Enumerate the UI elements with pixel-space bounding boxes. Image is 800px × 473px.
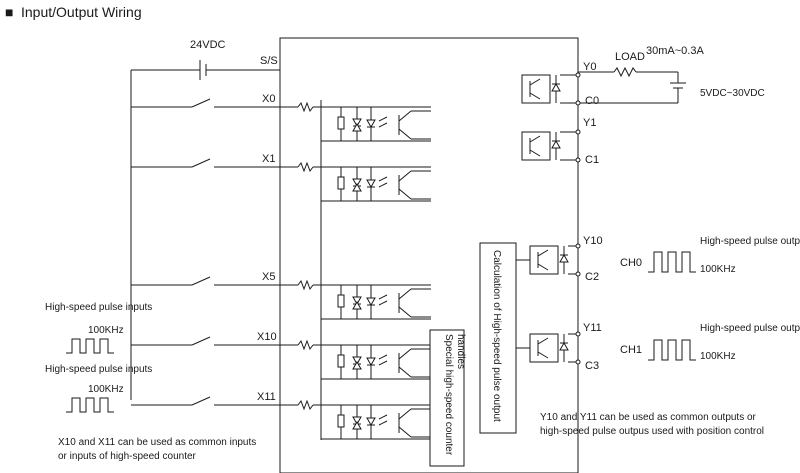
input-row-x5: X5 xyxy=(131,271,432,320)
terminal-label-y1: Y1 xyxy=(583,117,596,129)
output-note-line2: high-speed pulse outpus used with positi… xyxy=(540,426,764,437)
terminal-label-c1: C1 xyxy=(585,154,599,166)
terminal-label-y10: Y10 xyxy=(583,235,603,247)
pulse-input-waveform-a xyxy=(66,338,114,354)
pulse-output-waveform-b xyxy=(648,339,696,361)
load-range: 30mA~0.3A xyxy=(646,45,704,57)
input-supply-label: 24VDC xyxy=(190,39,226,51)
terminal-label-x10: X10 xyxy=(257,331,277,343)
input-supply: 24VDC S/S xyxy=(131,39,280,80)
terminal-label-c0: C0 xyxy=(585,95,599,107)
channel-label-ch0: CH0 xyxy=(620,257,642,269)
output-row-y11: Y11 C3 CH1 High-speed pulse outputs 100K… xyxy=(516,322,800,372)
pulse-output-freq-b: 100KHz xyxy=(700,351,736,362)
input-note-line2: or inputs of high-speed counter xyxy=(58,451,197,462)
terminal-label-c2: C2 xyxy=(585,271,599,283)
output-row-y0: Y0 C0 LOAD 30mA~0.3A 5VDC~30VDC xyxy=(521,45,765,107)
counter-handles-box xyxy=(429,329,465,467)
terminal-label-x0: X0 xyxy=(262,93,275,105)
pulse-calc-box xyxy=(479,242,517,434)
terminal-label-y11: Y11 xyxy=(583,322,602,334)
pulse-input-freq-b: 100KHz xyxy=(88,384,124,395)
load-label: LOAD xyxy=(615,51,645,63)
output-terminal-circles xyxy=(575,72,581,365)
channel-label-ch1: CH1 xyxy=(620,344,642,356)
input-pulse-group-a: High-speed pulse inputs 100KHz xyxy=(45,302,152,354)
input-row-x0: X0 xyxy=(131,93,432,142)
pulse-output-waveform-a xyxy=(648,251,696,273)
pulse-input-label-b: High-speed pulse inputs xyxy=(45,364,152,375)
terminal-label-c3: C3 xyxy=(585,360,599,372)
counter-box-line2: handles xyxy=(455,334,466,369)
output-row-y1: Y1 C1 xyxy=(521,117,599,166)
pulse-input-waveform-b xyxy=(66,397,114,413)
pulse-input-freq-a: 100KHz xyxy=(88,325,124,336)
pulse-output-label-b: High-speed pulse outputs xyxy=(700,323,800,334)
page-title: Input/Output Wiring xyxy=(21,4,142,20)
pulse-output-freq-a: 100KHz xyxy=(700,264,736,275)
terminal-label-x1: X1 xyxy=(262,153,275,165)
input-row-x10: X10 xyxy=(131,331,432,380)
plc-body xyxy=(279,37,579,473)
counter-box-line1: Special high-speed counter xyxy=(443,334,454,456)
input-note-line1: X10 and X11 can be used as common inputs xyxy=(58,437,256,448)
title-bullet: ■ xyxy=(5,4,13,20)
terminal-label-x5: X5 xyxy=(262,271,275,283)
input-pulse-group-b: High-speed pulse inputs 100KHz xyxy=(45,364,152,413)
pulse-calc-label: Calculation of High-speed pulse output xyxy=(491,250,502,422)
input-row-x11: X11 xyxy=(131,391,432,440)
output-row-y10: Y10 C2 CH0 High-speed pulse outputs 100K… xyxy=(516,235,800,283)
pulse-output-label-a: High-speed pulse outputs xyxy=(700,236,800,247)
terminal-label-x11: X11 xyxy=(257,391,276,403)
terminal-label-y0: Y0 xyxy=(583,61,596,73)
common-terminal-label: S/S xyxy=(260,55,278,67)
input-row-x1: X1 xyxy=(131,153,432,202)
pulse-input-label-a: High-speed pulse inputs xyxy=(45,302,152,313)
output-supply-label: 5VDC~30VDC xyxy=(700,88,765,99)
output-note-line1: Y10 and Y11 can be used as common output… xyxy=(540,412,757,423)
